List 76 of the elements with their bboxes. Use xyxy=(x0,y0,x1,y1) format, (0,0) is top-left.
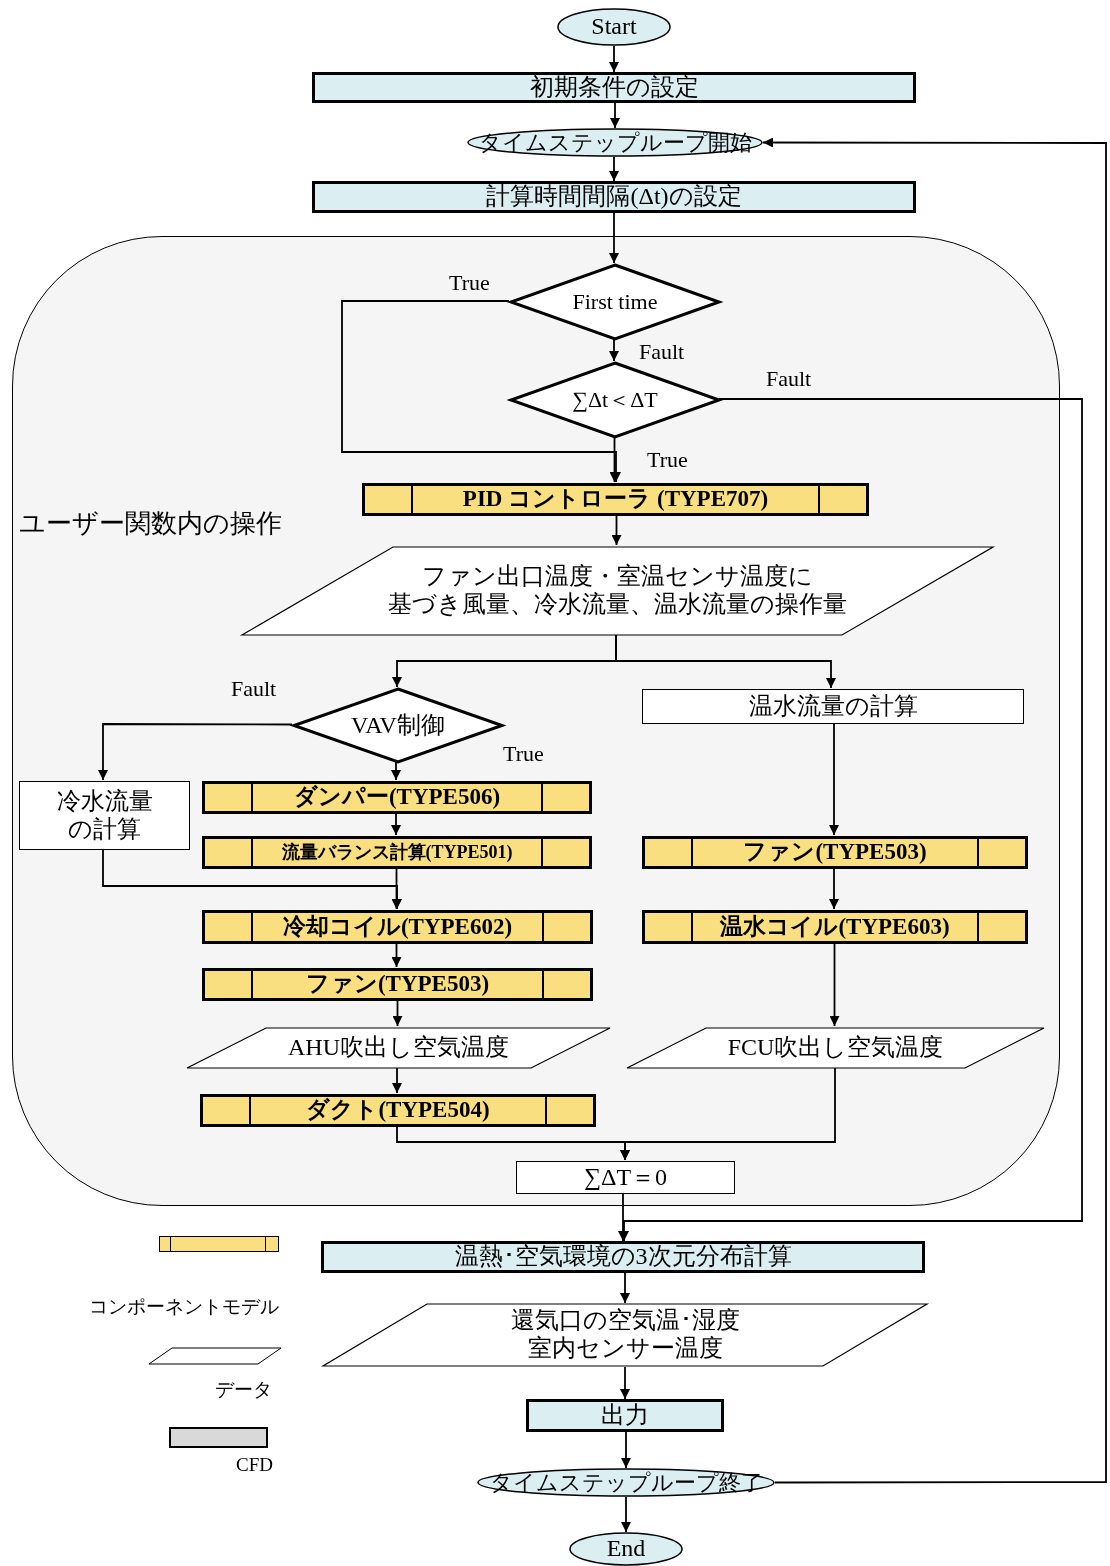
arrow xyxy=(620,1366,630,1400)
component-box xyxy=(202,836,592,869)
component-box xyxy=(200,1094,596,1127)
arrow xyxy=(341,300,621,483)
process-box xyxy=(312,72,916,103)
arrow xyxy=(609,212,619,264)
component-box xyxy=(202,781,592,814)
arrow xyxy=(98,723,293,781)
node-label: ∑ΔT＝0 xyxy=(583,1163,668,1192)
node-label: 流量バランス計算(TYPE501) xyxy=(281,842,513,863)
node-label: AHU吹出し空気温度 xyxy=(288,1034,509,1062)
node-label: 温水コイル(TYPE603) xyxy=(720,913,950,941)
node-label: 冷却コイル(TYPE602) xyxy=(282,913,513,941)
arrow xyxy=(392,999,403,1027)
process-box xyxy=(321,1241,925,1273)
component-box xyxy=(202,968,593,1001)
data-parallelogram xyxy=(241,546,994,636)
process-box xyxy=(526,1399,724,1432)
process-box xyxy=(642,689,1024,724)
node-label: ファン出口温度・室温センサ温度に xyxy=(422,563,813,591)
node-label: PID コントローラ (TYPE707) xyxy=(462,486,769,513)
legend-label: CFD xyxy=(236,1454,273,1476)
node-label: 計算時間間隔(Δt)の設定 xyxy=(486,183,742,211)
node-label: 基づき風量、冷水流量、温水流量の操作量 xyxy=(388,591,847,619)
component-box xyxy=(642,836,1028,869)
arrow xyxy=(609,156,619,182)
node-label: 温水流量の計算 xyxy=(748,692,918,721)
arrow xyxy=(102,848,402,910)
process-box xyxy=(312,181,916,213)
arrow xyxy=(610,102,620,129)
terminal-ellipse xyxy=(557,8,671,46)
node-label: 出力 xyxy=(601,1401,649,1430)
terminal-ellipse xyxy=(569,1532,683,1566)
arrow xyxy=(609,45,619,73)
legend-label: コンポーネントモデル xyxy=(89,1295,279,1319)
node-label: ∑Δt＜ΔT xyxy=(572,387,658,413)
node-label: FCU吹出し空気温度 xyxy=(727,1034,944,1062)
arrow xyxy=(829,942,840,1027)
legend-label: データ xyxy=(215,1378,272,1402)
arrow xyxy=(620,1067,836,1161)
node-label: First time xyxy=(572,289,658,315)
arrow xyxy=(609,338,619,362)
node-label: 還気口の空気温･湿度 xyxy=(510,1307,740,1335)
node-label: End xyxy=(606,1535,646,1563)
process-box xyxy=(516,1161,735,1194)
node-label: 室内センサー温度 xyxy=(527,1335,723,1363)
arrow xyxy=(391,867,402,910)
node-label: 温熱･空気環境の3次元分布計算 xyxy=(454,1243,792,1271)
data-parallelogram xyxy=(322,1303,928,1367)
arrow xyxy=(615,634,836,689)
data-parallelogram xyxy=(186,1027,611,1069)
node-label: ファン(TYPE503) xyxy=(305,971,490,998)
arrow xyxy=(391,942,402,968)
node-label: ダンパー(TYPE506) xyxy=(293,784,501,811)
arrow xyxy=(611,514,622,546)
arrow xyxy=(621,1496,631,1533)
node-label: ファン(TYPE503) xyxy=(743,839,927,866)
node-label: ダクト(TYPE504) xyxy=(306,1097,490,1124)
arrow xyxy=(829,722,839,836)
arrow xyxy=(829,867,839,910)
arrow xyxy=(762,137,1107,1484)
node-label: 初期条件の設定 xyxy=(529,73,699,102)
node-label: 冷水流量の計算 xyxy=(55,787,154,844)
data-parallelogram xyxy=(626,1027,1045,1069)
component-box xyxy=(362,483,869,516)
process-box xyxy=(19,781,190,850)
node-label: Start xyxy=(591,13,637,41)
arrow xyxy=(391,812,401,836)
arrow xyxy=(621,1431,631,1469)
component-box xyxy=(202,910,593,944)
arrow xyxy=(392,1067,402,1094)
arrow xyxy=(391,761,401,781)
component-box xyxy=(642,910,1028,944)
arrow xyxy=(620,1272,630,1304)
function-region xyxy=(12,236,1060,1206)
region-heading: ユーザー関数内の操作 xyxy=(19,509,282,539)
